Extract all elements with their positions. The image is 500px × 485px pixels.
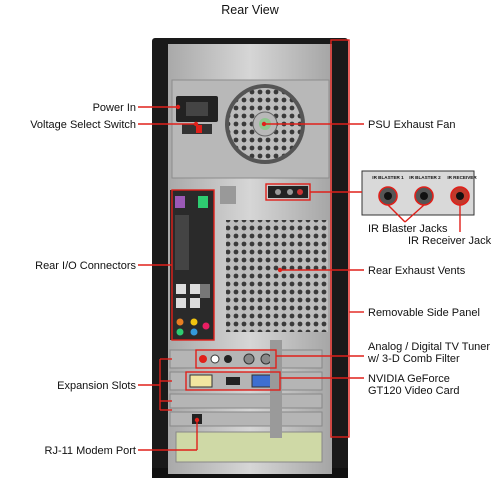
modem-port-label: RJ-11 Modem Port — [45, 445, 137, 457]
voltage-switch-label: Voltage Select Switch — [30, 119, 136, 131]
side-panel-label: Removable Side Panel — [368, 307, 480, 319]
tv-tuner-label-line1: Analog / Digital TV Tuner — [368, 341, 490, 353]
expansion-slots — [169, 340, 323, 463]
rear-exhaust-vent — [226, 220, 328, 332]
side-panel-outline — [330, 39, 350, 438]
video-card-outline — [185, 371, 281, 391]
rear-io-panel — [170, 190, 214, 340]
product-label — [175, 431, 323, 463]
expansion-slots-label: Expansion Slots — [57, 380, 136, 392]
ir-blaster-1-label: IR BLASTER 1 — [372, 175, 404, 180]
tv-tuner-outline — [195, 349, 277, 369]
video-card-label-line1: NVIDIA GeForce — [368, 373, 450, 385]
ir-inset: IR BLASTER 1 IR BLASTER 2 IR RECEIVER — [361, 170, 477, 216]
psu-fan-label: PSU Exhaust Fan — [368, 119, 455, 131]
ir-blaster-2-label: IR BLASTER 2 — [409, 175, 441, 180]
video-card-label-line2: GT120 Video Card — [368, 385, 460, 397]
ir-receiver-jack-label: IR Receiver Jack — [408, 235, 492, 247]
tv-tuner-label-line2: w/ 3-D Comb Filter — [367, 353, 460, 365]
ir-blaster-jacks-label: IR Blaster Jacks — [368, 223, 448, 235]
ir-receiver-label: IR RECEIVER — [447, 175, 477, 180]
power-in-label: Power In — [93, 102, 136, 114]
rear-vents-label: Rear Exhaust Vents — [368, 265, 466, 277]
computer-case — [152, 38, 348, 478]
leader-lines — [138, 104, 461, 451]
rear-io-label: Rear I/O Connectors — [35, 260, 136, 272]
diagram-title: Rear View — [221, 3, 279, 17]
